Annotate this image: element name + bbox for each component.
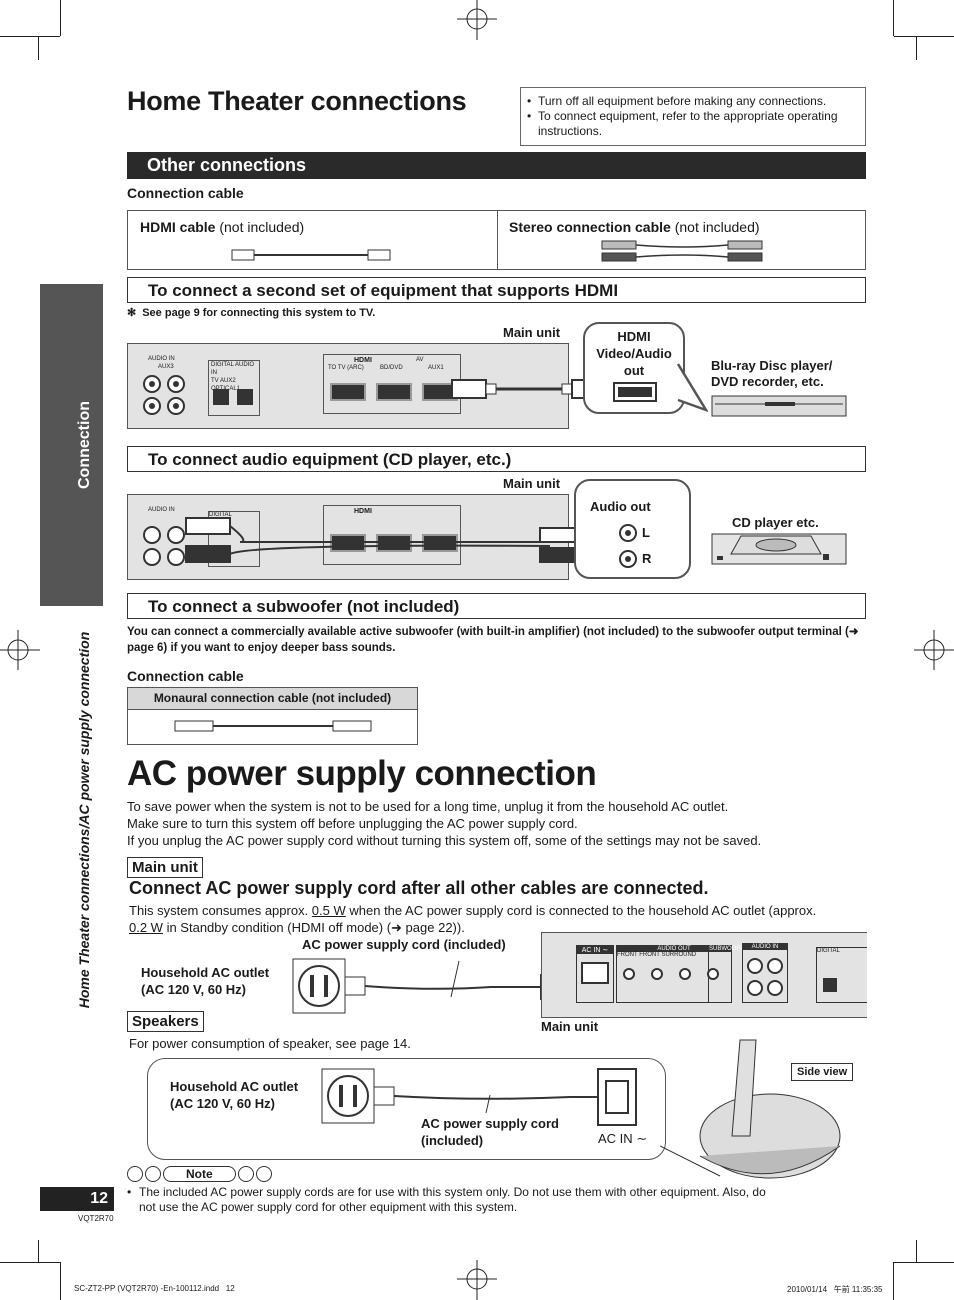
- stereo-cable-icon: [601, 240, 763, 262]
- side-tab-label: Connection: [76, 401, 93, 489]
- precaution-item: Turn off all equipment before making any…: [538, 94, 827, 108]
- note-text: •The included AC power supply cords are …: [127, 1185, 766, 1214]
- precautions-box: •Turn off all equipment before making an…: [520, 87, 866, 146]
- main-unit-label: Main unit: [503, 476, 561, 491]
- main-unit-ac-panel: AC IN ∼ AUDIO OUT FRONT FRONT SURROUND S…: [541, 932, 867, 1018]
- bluray-device-label: Blu-ray Disc player/ DVD recorder, etc.: [711, 358, 833, 389]
- footer-right: 2010/01/14 午前 11:35:35: [787, 1285, 883, 1294]
- cord-label-speaker: AC power supply cord (included): [421, 1116, 559, 1148]
- speaker-note: For power consumption of speaker, see pa…: [129, 1036, 411, 1051]
- side-view-label: Side view: [791, 1063, 854, 1081]
- crop-mark: [0, 36, 60, 37]
- speaker-side-view-icon: [660, 1039, 841, 1179]
- crop-mark: [893, 0, 894, 36]
- speakers-tag: Speakers: [127, 1011, 204, 1032]
- note-header: Note: [127, 1166, 272, 1182]
- crop-mark: [916, 1240, 917, 1262]
- hdmi-section-note: ✻See page 9 for connecting this system t…: [127, 307, 376, 319]
- bluray-player-icon: [711, 395, 847, 417]
- cd-player-icon: [711, 533, 847, 565]
- page-title: Home Theater connections: [127, 86, 467, 116]
- crop-mark: [38, 1240, 39, 1262]
- cd-device-label: CD player etc.: [732, 515, 819, 530]
- stereo-connector-cable: [185, 517, 585, 563]
- main-unit-panel: AUDIO IN AUX3 DIGITAL AUDIO IN TV AUX2 O…: [127, 343, 569, 429]
- hdmi-out-bubble: HDMI Video/Audio out: [583, 322, 685, 414]
- registration-mark: [457, 1260, 497, 1300]
- registration-mark: [457, 0, 497, 40]
- stereo-cable-label: Stereo connection cable (not included): [509, 219, 760, 235]
- footer-left: SC-ZT2-PP (VQT2R70) -En-100112.indd 12: [74, 1284, 235, 1293]
- connect-heading: Connect AC power supply cord after all o…: [129, 878, 709, 898]
- crop-mark: [916, 36, 917, 60]
- crop-mark: [0, 1262, 60, 1263]
- main-unit-panel: AUDIO IN DIGITAL HDMI: [127, 494, 569, 580]
- cord-label: AC power supply cord (included): [302, 937, 506, 952]
- note-label: Note: [163, 1166, 236, 1182]
- model-code: VQT2R70: [78, 1214, 114, 1223]
- ac-intro: To save power when the system is not to …: [127, 799, 762, 848]
- outlet-label: Household AC outlet (AC 120 V, 60 Hz): [141, 965, 270, 997]
- outlet-label-speaker: Household AC outlet (AC 120 V, 60 Hz): [170, 1079, 299, 1111]
- section-band: Other connections: [127, 152, 866, 179]
- registration-mark: [914, 630, 954, 670]
- main-unit-label: Main unit: [503, 325, 561, 340]
- subwoofer-section-heading: To connect a subwoofer (not included): [127, 593, 866, 619]
- crop-mark: [60, 1262, 61, 1300]
- monaural-cable-box: Monaural connection cable (not included): [127, 687, 418, 745]
- registration-mark: [0, 630, 40, 670]
- ac-power-title: AC power supply connection: [127, 754, 597, 793]
- power-consumption: This system consumes approx. 0.5 W when …: [129, 903, 817, 935]
- crop-mark: [38, 36, 39, 60]
- ac-in-label: AC IN ∼: [598, 1131, 648, 1146]
- crop-mark: [893, 1262, 894, 1300]
- connection-cable-label: Connection cable: [127, 668, 244, 684]
- precaution-item: To connect equipment, refer to the appro…: [538, 109, 838, 138]
- connection-cable-label: Connection cable: [127, 185, 244, 201]
- side-running-title: Home Theater connections/AC power supply…: [76, 631, 92, 1009]
- speaker-connection-box: [147, 1058, 666, 1160]
- monaural-cable-icon: [174, 720, 372, 732]
- hdmi-cable-label: HDMI cable (not included): [140, 219, 305, 235]
- main-unit-tag: Main unit: [127, 857, 203, 878]
- subwoofer-desc: You can connect a commercially available…: [127, 626, 859, 654]
- crop-mark: [894, 1262, 954, 1263]
- main-unit-caption: Main unit: [541, 1019, 599, 1034]
- audio-section-heading: To connect audio equipment (CD player, e…: [127, 446, 866, 472]
- cable-table: HDMI cable (not included) Stereo connect…: [127, 210, 866, 270]
- speaker-outlet-icon: [321, 1068, 637, 1126]
- hdmi-cable-icon: [231, 249, 391, 261]
- page-number: 12: [40, 1187, 114, 1211]
- hdmi-section-heading: To connect a second set of equipment tha…: [127, 277, 866, 303]
- crop-mark: [60, 0, 61, 36]
- audio-out-bubble: Audio out L R: [574, 479, 691, 579]
- side-tab: [40, 284, 103, 606]
- bubble-tail: [676, 363, 708, 413]
- crop-mark: [894, 36, 954, 37]
